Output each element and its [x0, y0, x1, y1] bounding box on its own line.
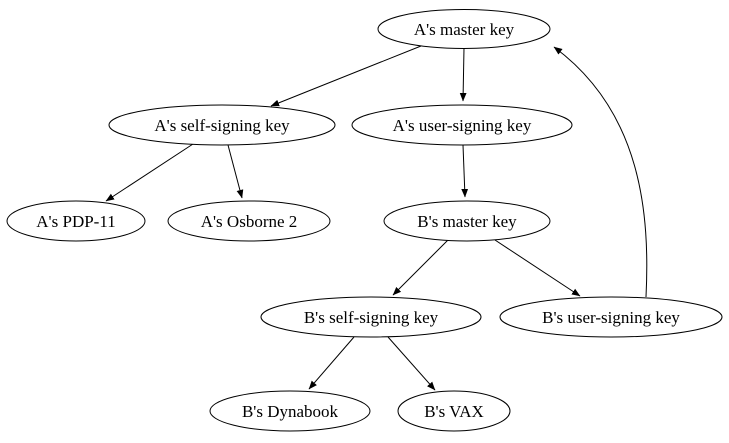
node-b-self-signing-key: B's self-signing key [260, 296, 482, 338]
node-label: A's user-signing key [393, 116, 532, 135]
node-label: A's master key [414, 20, 515, 39]
edge-b-user-signing-to-a-master [553, 46, 648, 298]
node-label: A's PDP-11 [36, 212, 115, 231]
node-label: B's VAX [424, 402, 484, 421]
node-a-user-signing-key: A's user-signing key [351, 104, 573, 146]
node-ellipse [260, 296, 482, 338]
node-label: A's self-signing key [154, 116, 290, 135]
node-ellipse [6, 200, 146, 242]
edge-a-user-signing-to-b-master [461, 144, 469, 198]
node-ellipse [167, 200, 331, 242]
edge-b-master-to-b-self-signing [392, 239, 449, 296]
node-b-vax: B's VAX [397, 390, 511, 432]
edge-a-master-to-a-user-signing [459, 47, 467, 102]
nodes-layer: A's master key A's self-signing key A's … [6, 9, 723, 432]
node-label: B's Dynabook [242, 402, 339, 421]
node-ellipse [397, 390, 511, 432]
node-b-dynabook: B's Dynabook [209, 390, 371, 432]
edge-a-self-signing-to-a-pdp-11 [105, 143, 194, 202]
node-a-master-key: A's master key [377, 9, 551, 49]
node-label: B's master key [417, 212, 517, 231]
node-a-self-signing-key: A's self-signing key [108, 104, 336, 146]
edge-b-self-signing-to-b-dynabook [308, 336, 355, 390]
node-ellipse [209, 390, 371, 432]
edges-layer [105, 45, 648, 391]
node-ellipse [383, 200, 551, 242]
node-label: B's user-signing key [542, 308, 680, 327]
node-ellipse [351, 104, 573, 146]
node-a-pdp-11: A's PDP-11 [6, 200, 146, 242]
edge-a-self-signing-to-a-osborne-2 [227, 144, 244, 199]
node-ellipse [108, 104, 336, 146]
node-b-master-key: B's master key [383, 200, 551, 242]
node-b-user-signing-key: B's user-signing key [499, 296, 723, 338]
node-label: B's self-signing key [304, 308, 439, 327]
node-label: A's Osborne 2 [201, 212, 298, 231]
node-ellipse [377, 9, 551, 49]
edge-b-self-signing-to-b-vax [387, 336, 436, 391]
edge-a-master-to-a-self-signing [270, 45, 422, 107]
edge-b-master-to-b-user-signing [494, 239, 581, 297]
node-a-osborne-2: A's Osborne 2 [167, 200, 331, 242]
node-ellipse [499, 296, 723, 338]
